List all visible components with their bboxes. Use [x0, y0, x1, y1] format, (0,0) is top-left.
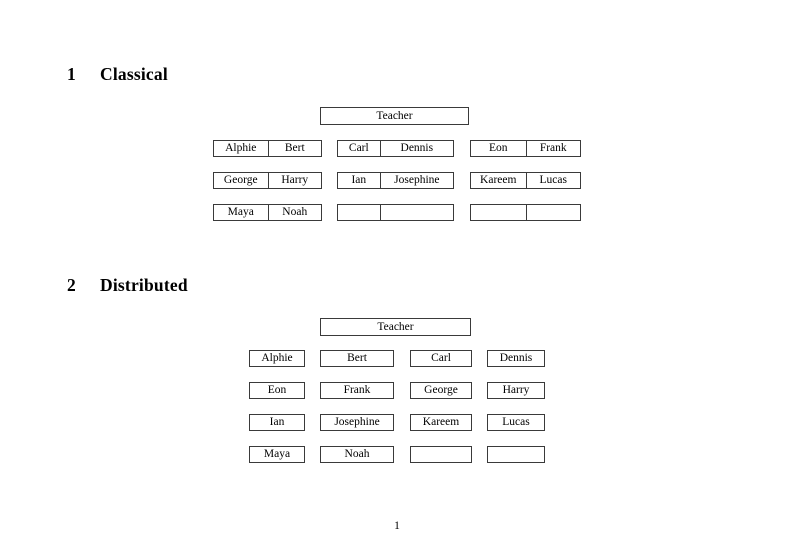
name-box: Noah — [320, 446, 394, 463]
name-cell: Kareem — [471, 173, 527, 188]
name-cell: Ian — [338, 173, 381, 188]
name-box: Dennis — [487, 350, 545, 367]
table-row — [470, 204, 581, 221]
table-row: Carl Dennis — [337, 140, 454, 157]
name-cell: Eon — [471, 141, 527, 156]
name-box: Ian — [249, 414, 305, 431]
name-box: Carl — [410, 350, 472, 367]
name-box: Bert — [320, 350, 394, 367]
table-row — [337, 204, 454, 221]
table-row: George Harry — [213, 172, 322, 189]
page-number: 1 — [394, 520, 400, 532]
section-number: 1 — [67, 64, 76, 84]
section-heading-distributed: 2 Distributed — [67, 275, 188, 296]
name-cell — [471, 205, 527, 220]
name-box: George — [410, 382, 472, 399]
name-box: Alphie — [249, 350, 305, 367]
name-cell: Noah — [282, 206, 308, 218]
name-box: Frank — [320, 382, 394, 399]
section-title: Distributed — [100, 275, 188, 295]
name-cell: Josephine — [394, 174, 440, 186]
section-title: Classical — [100, 64, 168, 84]
name-box — [410, 446, 472, 463]
section-number: 2 — [67, 275, 76, 295]
name-box: Kareem — [410, 414, 472, 431]
table-row: Kareem Lucas — [470, 172, 581, 189]
name-cell — [338, 205, 381, 220]
name-box — [487, 446, 545, 463]
teacher-box-classical: Teacher — [320, 107, 469, 125]
name-cell: Bert — [284, 142, 305, 154]
name-cell: Harry — [281, 174, 309, 186]
teacher-box-distributed: Teacher — [320, 318, 471, 336]
name-cell: Carl — [338, 141, 381, 156]
name-box: Harry — [487, 382, 545, 399]
name-cell — [527, 205, 581, 220]
name-cell: Lucas — [539, 174, 567, 186]
table-row: Maya Noah — [213, 204, 322, 221]
table-row: Eon Frank — [470, 140, 581, 157]
table-row: Alphie Bert — [213, 140, 322, 157]
name-cell: Maya — [214, 205, 269, 220]
name-cell: George — [214, 173, 269, 188]
name-cell — [381, 205, 453, 220]
name-cell: Frank — [539, 142, 567, 154]
name-box: Josephine — [320, 414, 394, 431]
name-cell: Dennis — [400, 142, 434, 154]
name-box: Eon — [249, 382, 305, 399]
name-box: Maya — [249, 446, 305, 463]
table-row: Ian Josephine — [337, 172, 454, 189]
name-cell: Alphie — [214, 141, 269, 156]
name-box: Lucas — [487, 414, 545, 431]
section-heading-classical: 1 Classical — [67, 64, 168, 85]
